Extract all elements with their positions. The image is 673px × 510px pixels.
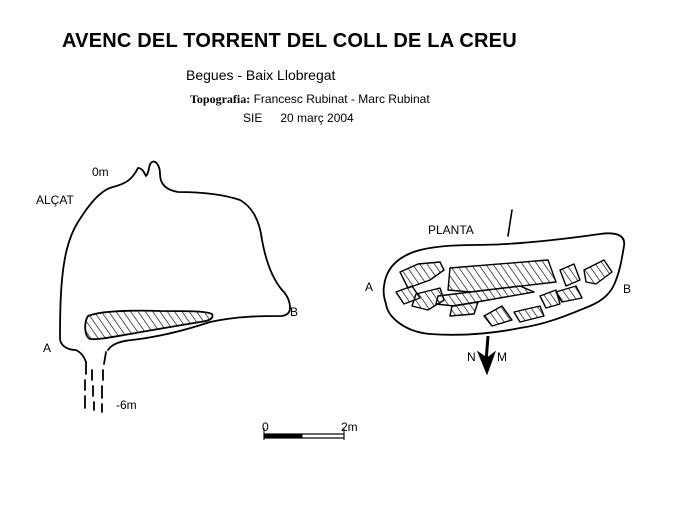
scale-bar-graphic	[263, 428, 345, 440]
plan-point-a: A	[365, 280, 374, 294]
section-view-drawing	[59, 160, 291, 413]
survey-title: AVENC DEL TORRENT DEL COLL DE LA CREU	[62, 30, 517, 52]
plan-view-drawing	[382, 209, 626, 336]
plan-view-title: PLANTA	[428, 223, 474, 237]
organization: SIE	[243, 111, 263, 125]
north-label-m: M	[497, 350, 507, 364]
location-subtitle: Begues - Baix Llobregat	[186, 67, 336, 83]
north-arrow-icon	[476, 335, 497, 376]
depth-top-label: 0m	[92, 165, 109, 179]
plan-point-b: B	[623, 282, 632, 296]
topography-credit: Topografia: Francesc Rubinat - Marc Rubi…	[190, 92, 430, 107]
section-shaft-left	[84, 361, 87, 409]
section-point-a: A	[43, 341, 52, 355]
section-shaft-inner	[91, 369, 95, 411]
plan-rock-blocks	[395, 259, 613, 327]
survey-meta: SIE 20 març 2004	[243, 111, 354, 125]
section-shaft-right	[101, 351, 107, 413]
section-cave-outline	[59, 160, 291, 363]
plan-north-line	[507, 209, 513, 237]
section-view-title: ALÇAT	[36, 193, 74, 207]
section-block	[84, 309, 214, 341]
topography-label: Topografia:	[190, 92, 251, 106]
plan-cave-outline	[382, 232, 626, 336]
scale-start-label: 0	[262, 420, 269, 434]
section-point-b: B	[290, 305, 299, 319]
depth-bottom-label: -6m	[116, 398, 137, 412]
scale-end-label: 2m	[341, 420, 358, 434]
survey-date: 20 març 2004	[280, 111, 354, 125]
topography-authors: Francesc Rubinat - Marc Rubinat	[253, 92, 430, 106]
north-label-n: N	[467, 350, 476, 364]
